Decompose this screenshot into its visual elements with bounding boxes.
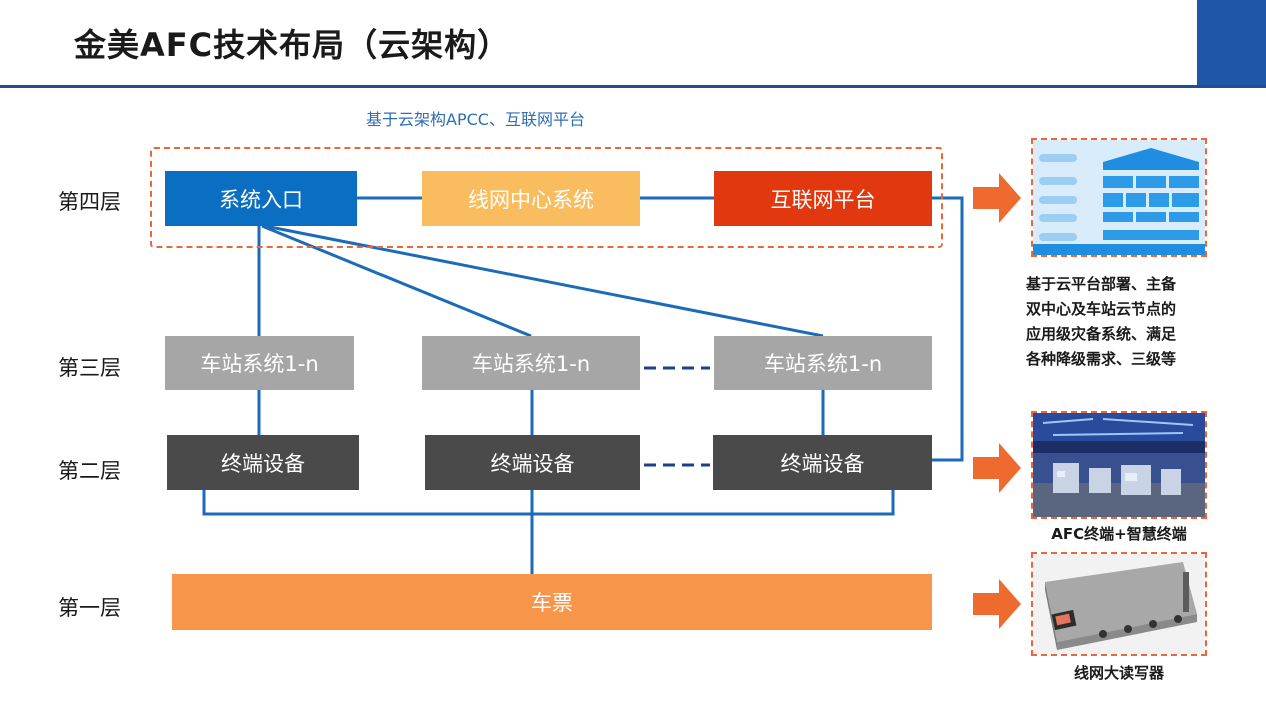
cloud-description-line-1: 基于云平台部署、主备 bbox=[1026, 275, 1177, 293]
layer-label-3: 第三层 bbox=[58, 356, 121, 380]
station-terminal-photo bbox=[1031, 411, 1207, 519]
card-reader-photo bbox=[1031, 552, 1207, 656]
station-system-box-a: 车站系统1-n bbox=[165, 336, 354, 390]
station-system-box-b: 车站系统1-n bbox=[422, 336, 640, 390]
connector-internet-terminal-c bbox=[932, 196, 964, 462]
arrow-right-icon bbox=[973, 173, 1021, 223]
cloud-description-line-2: 双中心及车站云节点的 bbox=[1026, 300, 1177, 318]
connector-entry-station-b bbox=[261, 224, 532, 338]
terminal-device-box-a: 终端设备 bbox=[167, 435, 359, 490]
layer-label-4: 第四层 bbox=[58, 190, 121, 214]
station-system-box-c: 车站系统1-n bbox=[714, 336, 932, 390]
cloud-architecture-image bbox=[1031, 138, 1207, 257]
connector-terminal-bus bbox=[202, 490, 895, 516]
header-divider bbox=[0, 85, 1266, 88]
arrow-right-icon bbox=[973, 579, 1021, 629]
ticket-box: 车票 bbox=[172, 574, 932, 630]
network-center-box: 线网中心系统 bbox=[422, 171, 640, 226]
terminal-device-box-b: 终端设备 bbox=[425, 435, 640, 490]
system-entry-box: 系统入口 bbox=[165, 171, 357, 226]
header-accent-block bbox=[1197, 0, 1266, 86]
terminal-device-box-c: 终端设备 bbox=[713, 435, 932, 490]
layer-label-1: 第一层 bbox=[58, 596, 121, 620]
connector-entry-station-c bbox=[264, 224, 824, 338]
diagram-subtitle: 基于云架构APCC、互联网平台 bbox=[366, 110, 585, 129]
layer4-dashed-frame bbox=[150, 147, 943, 248]
page-title: 金美AFC技术布局（云架构） bbox=[74, 26, 511, 64]
terminal-caption: AFC终端+智慧终端 bbox=[1051, 525, 1187, 543]
layer-label-2: 第二层 bbox=[58, 459, 121, 483]
internet-platform-box: 互联网平台 bbox=[714, 171, 932, 226]
reader-caption: 线网大读写器 bbox=[1073, 664, 1164, 682]
cloud-description-line-4: 各种降级需求、三级等 bbox=[1026, 350, 1177, 368]
cloud-description-line-3: 应用级灾备系统、满足 bbox=[1026, 325, 1177, 343]
arrow-right-icon bbox=[973, 443, 1021, 493]
